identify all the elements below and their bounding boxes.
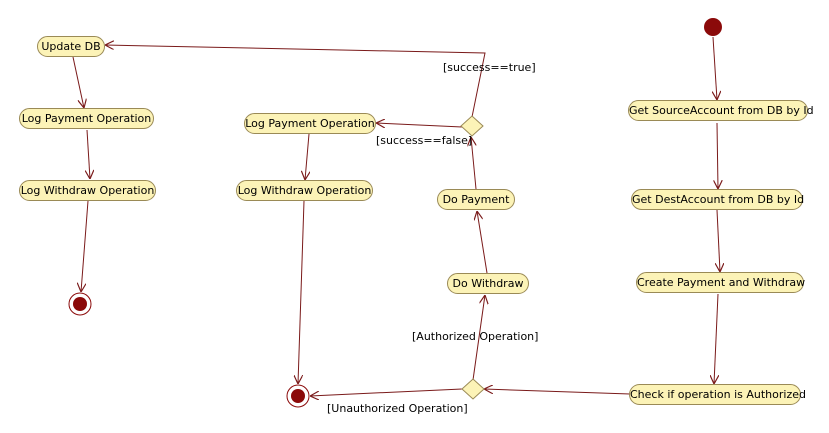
initial-node bbox=[704, 18, 722, 36]
final-node-mid bbox=[286, 384, 310, 408]
final-node-left bbox=[68, 292, 92, 316]
decision-node-success bbox=[460, 115, 484, 137]
activity-log-withdraw-mid[interactable]: Log Withdraw Operation bbox=[236, 180, 373, 201]
flow-create-to-check bbox=[714, 293, 718, 384]
flow-log-payment-left-to-withdraw bbox=[87, 129, 90, 179]
activity-get-source-account[interactable]: Get SourceAccount from DB by Id bbox=[628, 100, 814, 121]
flow-decision-to-final-mid bbox=[310, 388, 463, 396]
activity-check-authorized[interactable]: Check if operation is Authorized bbox=[629, 384, 806, 405]
activity-log-withdraw-left[interactable]: Log Withdraw Operation bbox=[19, 180, 156, 201]
flow-log-withdraw-left-to-final bbox=[81, 200, 89, 292]
activity-get-dest-account[interactable]: Get DestAccount from DB by Id bbox=[631, 189, 804, 210]
flow-get-source-to-get-dest bbox=[717, 122, 718, 189]
flow-log-payment-mid-to-withdraw bbox=[305, 133, 309, 180]
activity-log-payment-left[interactable]: Log Payment Operation bbox=[19, 108, 154, 129]
flow-update-db-to-log-payment-left bbox=[72, 56, 84, 108]
flow-decision-to-log-payment-mid bbox=[376, 123, 463, 127]
activity-do-payment[interactable]: Do Payment bbox=[437, 189, 515, 210]
guard-authorized: [Authorized Operation] bbox=[412, 330, 539, 343]
guard-unauthorized: [Unauthorized Operation] bbox=[327, 402, 468, 415]
flow-get-dest-to-create bbox=[717, 209, 720, 272]
activity-do-withdraw[interactable]: Do Withdraw bbox=[447, 273, 529, 294]
guard-success-false: [success==false] bbox=[376, 134, 473, 147]
flow-decision-to-update-db bbox=[105, 45, 486, 118]
decision-node-authorized bbox=[461, 378, 485, 400]
flow-initial-to-get-source bbox=[713, 36, 717, 100]
flow-log-withdraw-mid-to-final bbox=[298, 200, 305, 384]
activity-log-payment-mid[interactable]: Log Payment Operation bbox=[244, 113, 376, 134]
guard-success-true: [success==true] bbox=[443, 61, 536, 74]
flow-withdraw-to-payment bbox=[477, 211, 488, 274]
flow-payment-to-decision bbox=[471, 137, 477, 190]
flow-check-to-decision bbox=[484, 389, 631, 395]
activity-create-payment-withdraw[interactable]: Create Payment and Withdraw bbox=[636, 272, 805, 293]
activity-update-db[interactable]: Update DB bbox=[37, 36, 105, 57]
flow-decision-to-withdraw bbox=[472, 295, 485, 381]
